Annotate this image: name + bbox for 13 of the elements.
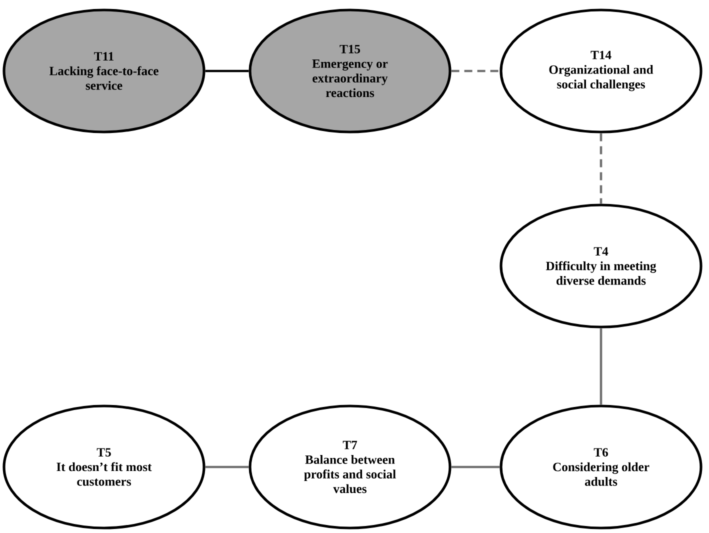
connector-line — [451, 466, 500, 468]
ellipse-node: T6 Considering older adults — [500, 404, 702, 530]
ellipse-node: T14 Organizational and social challenges — [500, 8, 702, 134]
connector-line — [205, 466, 249, 468]
ellipse-node: T4 Difficulty in meeting diverse demands — [500, 204, 702, 328]
ellipse-node: T7 Balance between profits and social values — [248, 404, 452, 530]
ellipse-node: T11 Lacking face-to-face service — [2, 8, 206, 134]
connector-line — [600, 133, 602, 204]
ellipse-node: T15 Emergency or extraordinary reactions — [248, 8, 452, 134]
connector-line — [205, 70, 249, 72]
connector-line — [600, 328, 602, 405]
connector-line — [451, 70, 500, 72]
ellipse-node: T5 It doesn’t fit most customers — [2, 404, 206, 530]
